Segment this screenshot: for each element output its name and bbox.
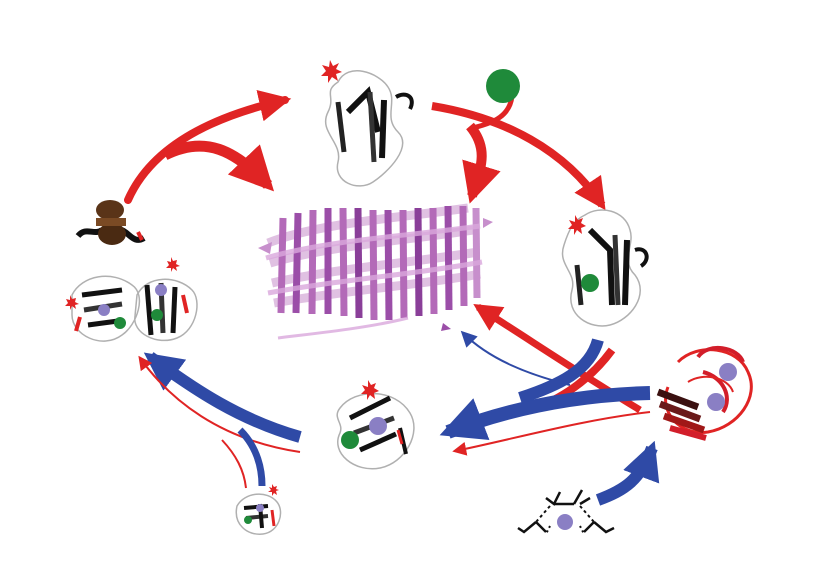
red-star-icon xyxy=(166,257,180,272)
green-sphere-icon xyxy=(114,317,126,329)
fibril-strands xyxy=(277,205,481,321)
amyloid-fibril xyxy=(258,203,493,340)
oligomer-unit xyxy=(134,257,198,342)
lavender-sphere-icon xyxy=(155,284,167,296)
green-sphere-icon xyxy=(244,516,252,524)
arrow-native-to-fibril-right xyxy=(462,122,501,204)
chaperone-complex xyxy=(75,200,146,245)
brown-chaperone-icon xyxy=(96,200,126,245)
red-star-icon xyxy=(268,484,279,496)
lavender-sphere-icon xyxy=(557,514,573,530)
arrow-mixed-to-left-cluster xyxy=(143,352,302,443)
small-oligomer xyxy=(235,484,282,535)
arrow-native-to-bound xyxy=(431,102,606,211)
red-star-icon xyxy=(568,215,586,235)
native-protein xyxy=(321,60,414,187)
green-sphere-icon xyxy=(341,431,359,449)
protein-coil xyxy=(325,70,404,187)
arrow-chelator-to-ion-complex xyxy=(595,440,660,506)
lavender-sphere-icon xyxy=(369,417,387,435)
green-sphere-icon xyxy=(581,274,599,292)
lavender-sphere-icon xyxy=(707,393,725,411)
arrow-red-thin-to-left-cluster xyxy=(138,355,301,453)
green-sphere-icon xyxy=(486,69,520,103)
ligand-bound-protein xyxy=(561,209,649,327)
red-star-icon xyxy=(65,295,79,310)
oligomer-unit xyxy=(65,275,141,342)
fibril-front-sheet xyxy=(258,218,493,340)
red-star-icon xyxy=(361,380,379,400)
arrow-misfold-to-fibril-left xyxy=(162,140,275,192)
lavender-sphere-icon xyxy=(256,504,264,512)
arrow-ion-complex-to-mixed xyxy=(439,386,651,440)
arrow-blue-fork xyxy=(518,338,604,404)
chelator-ligand-icon xyxy=(517,489,615,535)
arrow-small-oligomer-stem xyxy=(237,427,266,487)
arrows xyxy=(124,90,660,506)
mixed-ligand-protein xyxy=(336,380,415,470)
arrow-small-oligomer-red-stem xyxy=(221,439,247,489)
lavender-sphere-icon xyxy=(98,304,110,316)
arrow-chaperone-to-native xyxy=(124,90,292,204)
arrow-red-thin-to-mixed xyxy=(452,411,651,456)
protein-coil xyxy=(561,209,641,327)
lavender-sphere-icon xyxy=(719,363,737,381)
left-oligomer-cluster xyxy=(65,257,198,342)
green-sphere-icon xyxy=(151,309,163,321)
ion-bound-barrel xyxy=(656,345,753,441)
red-star-icon xyxy=(321,60,342,83)
